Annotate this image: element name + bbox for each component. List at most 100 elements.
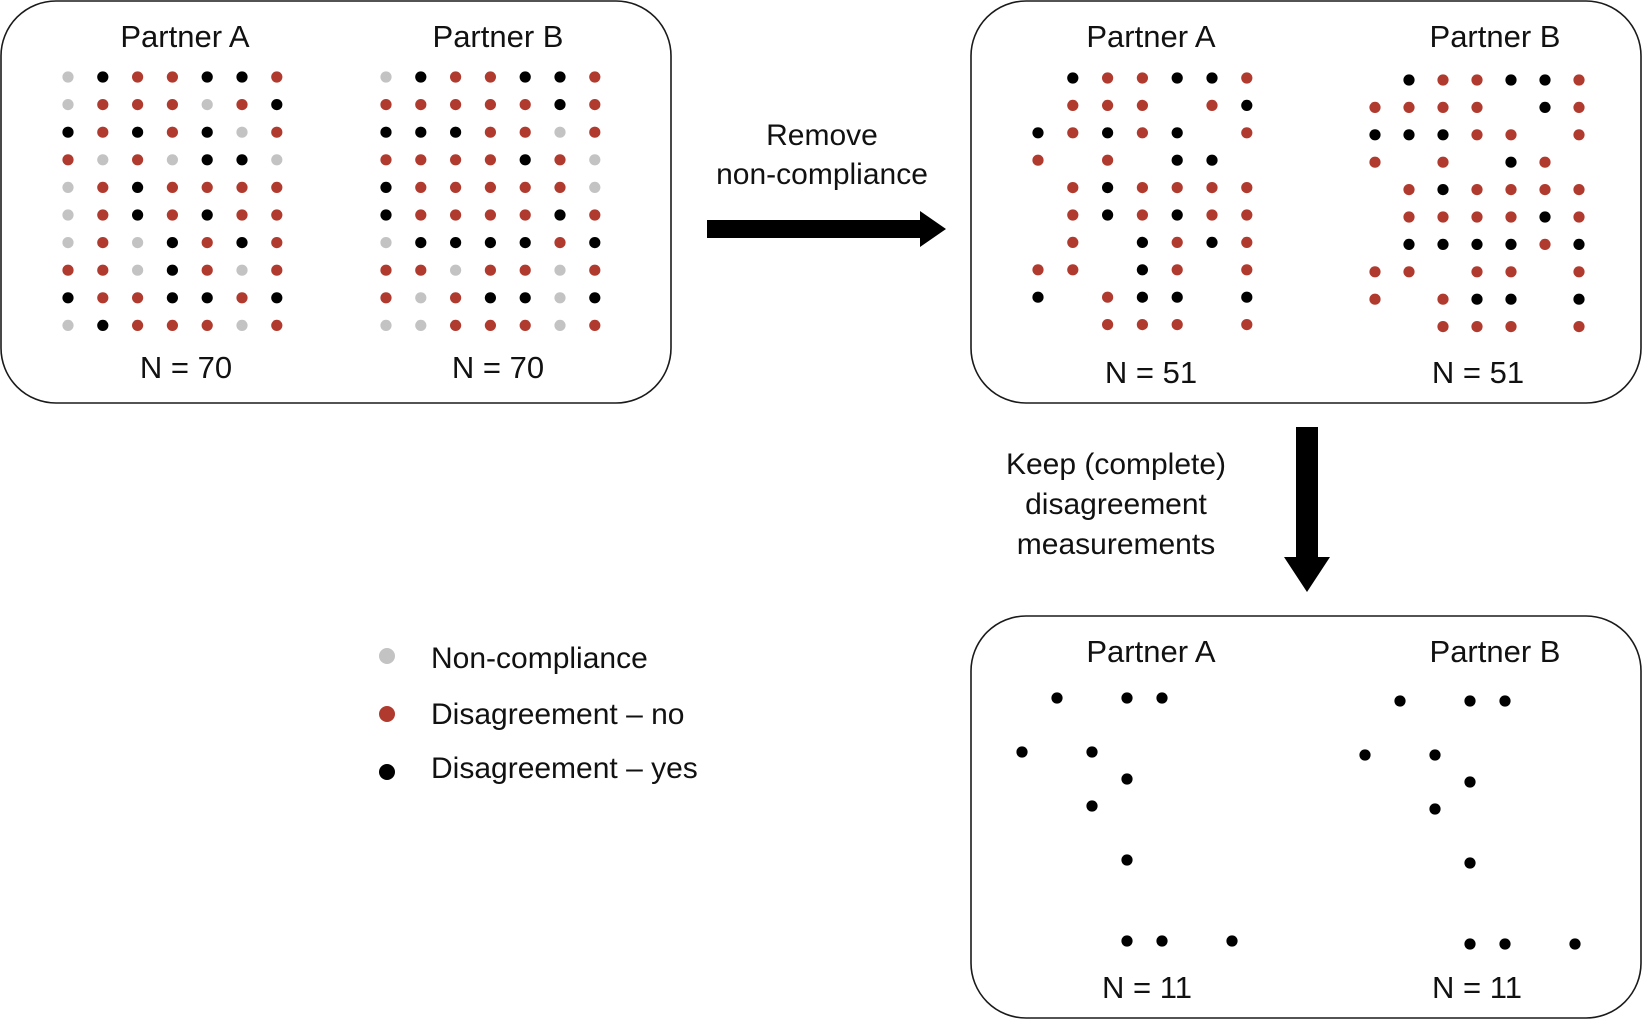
disagreement-no-dot bbox=[271, 126, 283, 138]
disagreement-no-dot bbox=[1505, 184, 1517, 196]
legend-disagreement-no-label: Disagreement – no bbox=[431, 698, 684, 731]
panel-compliant-partner-b-heading: Partner B bbox=[1430, 19, 1561, 54]
disagreement-no-dot bbox=[236, 181, 248, 193]
disagreement-no-dot bbox=[484, 99, 496, 111]
disagreement-no-dot bbox=[519, 264, 531, 276]
disagreement-yes-dot bbox=[1471, 238, 1483, 250]
disagreement-yes-dot bbox=[589, 292, 601, 304]
disagreement-no-dot bbox=[1241, 182, 1253, 194]
disagreement-yes-dot bbox=[484, 237, 496, 249]
disagreement-no-dot bbox=[1471, 184, 1483, 196]
panel-all-frame bbox=[0, 0, 672, 404]
disagreement-yes-dot bbox=[132, 126, 144, 138]
disagreement-yes-dot bbox=[1171, 209, 1183, 221]
disagreement-no-dot bbox=[271, 71, 283, 83]
disagreement-yes-dot bbox=[201, 154, 213, 166]
disagreement-no-dot bbox=[1471, 129, 1483, 141]
disagreement-no-dot bbox=[1539, 184, 1551, 196]
disagreement-no-dot bbox=[519, 99, 531, 111]
disagreement-no-dot bbox=[1539, 238, 1551, 250]
disagreement-no-dot bbox=[380, 154, 392, 166]
disagreement-no-dot bbox=[132, 71, 144, 83]
disagreement-yes-dot bbox=[201, 126, 213, 138]
disagreement-yes-dot bbox=[201, 292, 213, 304]
disagreement-yes-dot bbox=[1171, 291, 1183, 303]
disagreement-no-dot bbox=[380, 99, 392, 111]
disagreement-yes-dot bbox=[1505, 156, 1517, 168]
disagreement-yes-dot bbox=[1171, 72, 1183, 84]
disagreement-no-dot bbox=[97, 181, 109, 193]
disagreement-yes-dot bbox=[554, 209, 566, 221]
disagreement-yes-dot bbox=[1464, 695, 1476, 707]
down-arrow-icon bbox=[1284, 427, 1330, 592]
disagreement-no-dot bbox=[450, 292, 462, 304]
non-compliance-dot bbox=[554, 264, 566, 276]
disagreement-yes-dot bbox=[236, 154, 248, 166]
non-compliance-dot bbox=[62, 209, 74, 221]
disagreement-yes-dot bbox=[1051, 692, 1063, 704]
disagreement-no-dot bbox=[1505, 321, 1517, 333]
disagreement-yes-dot bbox=[1241, 291, 1253, 303]
disagreement-yes-dot bbox=[415, 237, 427, 249]
panel-complete-partner-b-heading: Partner B bbox=[1430, 634, 1561, 669]
disagreement-yes-dot bbox=[1086, 746, 1098, 758]
legend-disagreement-yes-swatch bbox=[379, 764, 395, 780]
panel-complete-partner-a-count: N = 11 bbox=[1102, 970, 1192, 1005]
panel-compliant-partner-a-dots bbox=[1032, 72, 1253, 331]
disagreement-yes-dot bbox=[1136, 236, 1148, 248]
disagreement-no-dot bbox=[271, 209, 283, 221]
disagreement-no-dot bbox=[589, 264, 601, 276]
disagreement-no-dot bbox=[1403, 211, 1415, 223]
disagreement-no-dot bbox=[1471, 211, 1483, 223]
disagreement-no-dot bbox=[1241, 127, 1253, 139]
disagreement-yes-dot bbox=[62, 292, 74, 304]
disagreement-no-dot bbox=[1241, 264, 1253, 276]
disagreement-no-dot bbox=[132, 154, 144, 166]
non-compliance-dot bbox=[236, 319, 248, 331]
disagreement-yes-dot bbox=[132, 209, 144, 221]
disagreement-yes-dot bbox=[1499, 938, 1511, 950]
disagreement-yes-dot bbox=[1226, 935, 1238, 947]
disagreement-yes-dot bbox=[1437, 184, 1449, 196]
disagreement-no-dot bbox=[1171, 319, 1183, 331]
disagreement-no-dot bbox=[1437, 101, 1449, 113]
disagreement-yes-dot bbox=[1505, 293, 1517, 305]
non-compliance-dot bbox=[62, 99, 74, 111]
panel-compliant-measurements: Partner A Partner B N = 51 N = 51 bbox=[970, 0, 1642, 404]
disagreement-yes-dot bbox=[1121, 935, 1133, 947]
disagreement-no-dot bbox=[450, 319, 462, 331]
non-compliance-dot bbox=[415, 292, 427, 304]
disagreement-yes-dot bbox=[1121, 854, 1133, 866]
non-compliance-dot bbox=[589, 154, 601, 166]
disagreement-no-dot bbox=[271, 264, 283, 276]
disagreement-yes-dot bbox=[415, 126, 427, 138]
disagreement-yes-dot bbox=[1086, 800, 1098, 812]
disagreement-no-dot bbox=[97, 237, 109, 249]
non-compliance-dot bbox=[62, 319, 74, 331]
disagreement-yes-dot bbox=[166, 264, 178, 276]
disagreement-yes-dot bbox=[1569, 938, 1581, 950]
disagreement-yes-dot bbox=[1136, 291, 1148, 303]
disagreement-no-dot bbox=[1241, 319, 1253, 331]
disagreement-no-dot bbox=[484, 154, 496, 166]
non-compliance-dot bbox=[554, 126, 566, 138]
disagreement-yes-dot bbox=[1136, 264, 1148, 276]
disagreement-no-dot bbox=[519, 181, 531, 193]
disagreement-no-dot bbox=[271, 319, 283, 331]
step-remove-non-compliance: Remove non-compliance bbox=[707, 119, 946, 247]
disagreement-no-dot bbox=[450, 181, 462, 193]
non-compliance-dot bbox=[62, 71, 74, 83]
panel-compliant-frame bbox=[970, 0, 1642, 404]
disagreement-no-dot bbox=[1573, 321, 1585, 333]
disagreement-no-dot bbox=[1471, 321, 1483, 333]
disagreement-yes-dot bbox=[1464, 857, 1476, 869]
disagreement-yes-dot bbox=[1241, 99, 1253, 111]
panel-complete-measurements: Partner A Partner B N = 11 N = 11 bbox=[970, 615, 1642, 1019]
disagreement-yes-dot bbox=[1539, 101, 1551, 113]
disagreement-no-dot bbox=[1102, 99, 1114, 111]
non-compliance-dot bbox=[554, 292, 566, 304]
disagreement-no-dot bbox=[1403, 266, 1415, 278]
disagreement-no-dot bbox=[1136, 319, 1148, 331]
disagreement-yes-dot bbox=[1171, 154, 1183, 166]
disagreement-no-dot bbox=[1403, 184, 1415, 196]
